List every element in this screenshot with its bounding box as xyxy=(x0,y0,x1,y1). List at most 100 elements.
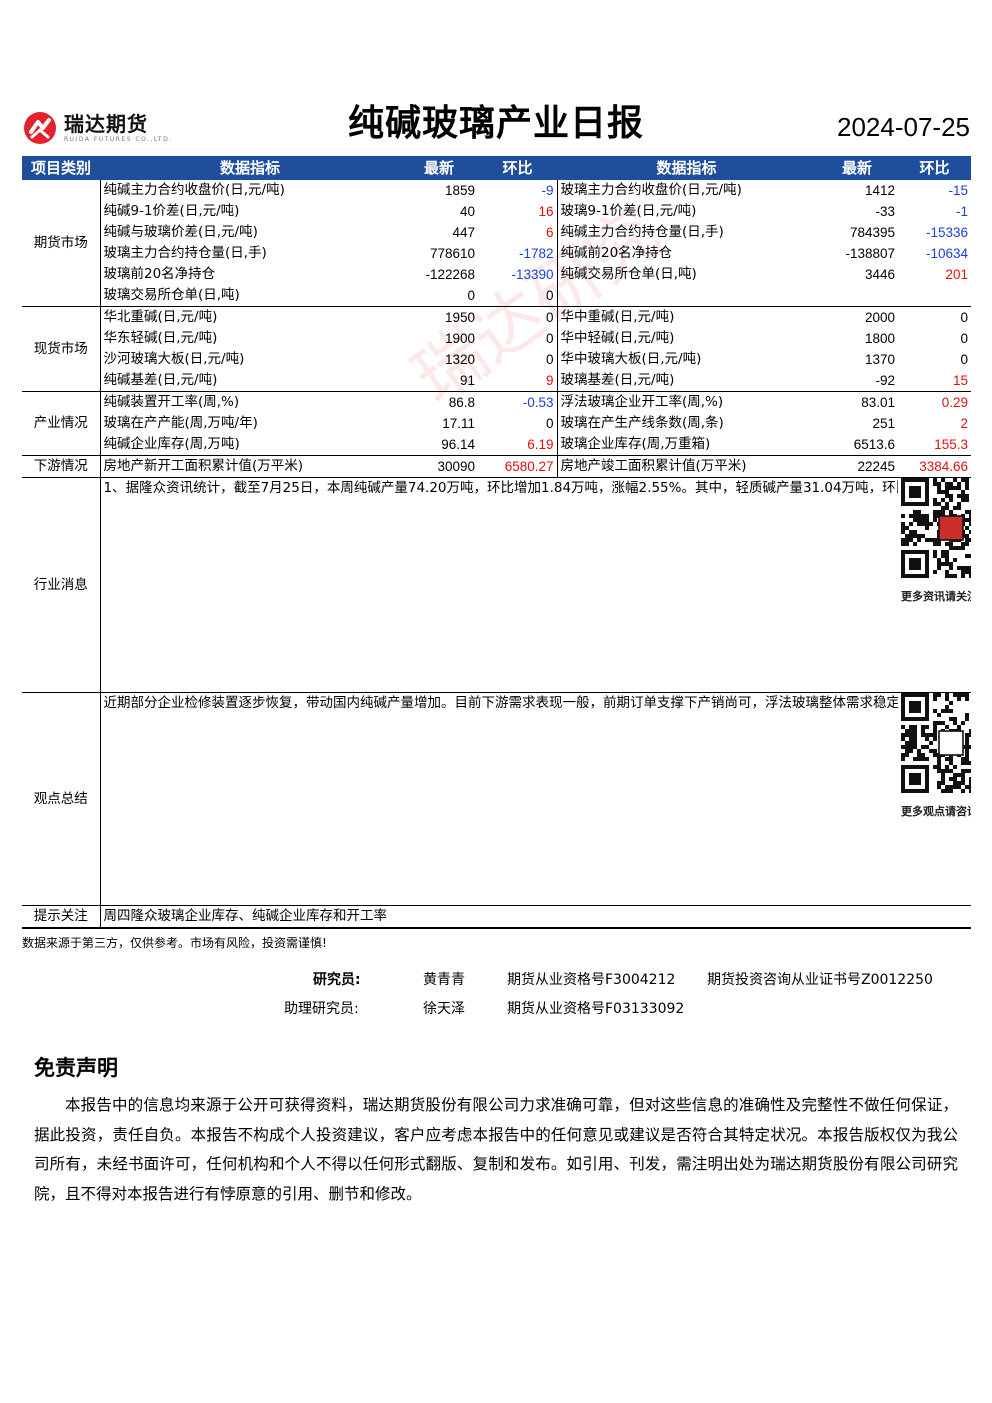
change-value: 6 xyxy=(545,225,554,240)
indicator-name: 玻璃主力合约持仓量(日,手) xyxy=(103,245,267,261)
table-row: 玻璃交易所仓单(日,吨) 0 0 xyxy=(22,285,971,307)
latest-value: 96.14 xyxy=(441,437,475,452)
view-summary-qr: 更多观点请咨询! xyxy=(898,692,971,906)
data-table: 项目类别数据指标最新环比数据指标最新环比期货市场纯碱主力合约收盘价(日,元/吨)… xyxy=(22,156,971,929)
indicator-name: 玻璃在产生产线条数(周,条) xyxy=(556,413,816,434)
latest-value: 1320 xyxy=(444,352,475,367)
indicator-name: 纯碱基差(日,元/吨) xyxy=(103,372,218,388)
change-value: 0.29 xyxy=(898,391,971,413)
latest-value: 0 xyxy=(467,288,475,303)
change-value: 9 xyxy=(545,373,554,388)
indicator-name: 玻璃在产产能(周,万吨/年) xyxy=(103,415,258,431)
latest-value: 447 xyxy=(452,225,475,240)
latest-value: 1950 xyxy=(400,306,478,328)
view-summary-category: 观点总结 xyxy=(22,692,101,906)
latest-value: 40 xyxy=(459,204,475,219)
header-change-right: 环比 xyxy=(898,156,971,180)
change-value: -15336 xyxy=(925,225,968,240)
ruida-logo-icon xyxy=(24,112,56,144)
change-value: 0 xyxy=(545,416,554,431)
indicator-name: 房地产新开工面积累计值(万平米) xyxy=(100,455,400,478)
latest-value: 251 xyxy=(872,416,895,431)
category-label: 现货市场 xyxy=(22,306,101,392)
change-value: 15 xyxy=(952,373,968,388)
summary-qr-code xyxy=(901,693,971,793)
view-summary-qr-caption: 更多观点请咨询! xyxy=(901,805,971,818)
indicator-name: 玻璃企业库存(周,万重箱) xyxy=(556,434,816,456)
change-value: 2 xyxy=(960,416,968,431)
industry-news-qr: 更多资讯请关注! xyxy=(898,477,971,693)
researcher-name: 黄青青 xyxy=(423,972,465,988)
change-value: -10634 xyxy=(925,246,968,261)
news-qr-code xyxy=(901,478,971,578)
indicator-name xyxy=(556,285,816,307)
view-summary-text: 近期部分企业检修装置逐步恢复，带动国内纯碱产量增加。目前下游需求表现一般，前期订… xyxy=(100,692,898,906)
header-latest: 最新 xyxy=(400,156,478,180)
latest-value: 1859 xyxy=(444,183,475,198)
latest-value: -92 xyxy=(875,373,895,388)
disclaimer-text: 本报告中的信息均来源于公开可获得资料，瑞达期货股份有限公司力求准确可靠，但对这些… xyxy=(34,1096,958,1203)
table-header-row: 项目类别数据指标最新环比数据指标最新环比 xyxy=(22,156,971,180)
disclaimer-title: 免责声明 xyxy=(34,1056,118,1080)
latest-value: 86.8 xyxy=(400,391,478,413)
indicator-name: 纯碱主力合约收盘价(日,元/吨) xyxy=(103,182,285,198)
header-category: 项目类别 xyxy=(22,156,100,180)
latest-value: 2000 xyxy=(816,306,898,328)
latest-value: 91 xyxy=(459,373,475,388)
latest-value: 784395 xyxy=(849,225,895,240)
latest-value: 1900 xyxy=(444,331,475,346)
change-value: 6580.27 xyxy=(478,455,557,478)
assistant-cert: 期货从业资格号F03133092 xyxy=(507,1001,685,1017)
indicator-name: 玻璃前20名净持仓 xyxy=(103,266,216,282)
category-label: 下游情况 xyxy=(22,455,101,478)
change-value: -13390 xyxy=(511,267,554,282)
indicator-name: 华中重碱(日,元/吨) xyxy=(556,306,816,328)
change-value: 0 xyxy=(545,288,554,303)
change-value: 0 xyxy=(478,306,557,328)
category-label: 产业情况 xyxy=(22,391,101,456)
change-value xyxy=(898,285,971,307)
change-value: 155.3 xyxy=(934,437,968,452)
indicator-name: 纯碱企业库存(周,万吨) xyxy=(103,436,240,452)
indicator-name: 玻璃基差(日,元/吨) xyxy=(556,370,816,392)
view-summary-row: 观点总结近期部分企业检修装置逐步恢复，带动国内纯碱产量增加。目前下游需求表现一般… xyxy=(22,692,971,906)
indicator-name: 纯碱主力合约持仓量(日,手) xyxy=(556,222,816,243)
latest-value: 6513.6 xyxy=(853,437,895,452)
assistant-name: 徐天泽 xyxy=(423,1001,465,1017)
change-value: 3384.66 xyxy=(898,455,971,478)
report-title: 纯碱玻璃产业日报 xyxy=(347,103,644,144)
change-value: -15 xyxy=(948,183,968,198)
change-value: 0 xyxy=(545,352,554,367)
change-value: -1782 xyxy=(518,246,554,261)
indicator-name: 华东轻碱(日,元/吨) xyxy=(103,330,218,346)
header-change: 环比 xyxy=(478,156,557,180)
researcher-consult-cert: 期货投资咨询从业证书号Z0012250 xyxy=(707,972,933,988)
indicator-name: 浮法玻璃企业开工率(周,%) xyxy=(556,391,816,413)
tips-row: 提示关注周四隆众玻璃企业库存、纯碱企业库存和开工率 xyxy=(22,905,971,929)
latest-value: 1370 xyxy=(864,352,895,367)
report-date: 2024-07-25 xyxy=(837,112,970,142)
researcher-cert: 期货从业资格号F3004212 xyxy=(507,972,676,988)
logo-en-text: RUIDA FUTURES CO.,LTD. xyxy=(64,135,173,143)
indicator-name: 纯碱9-1价差(日,元/吨) xyxy=(103,203,240,219)
change-value: 16 xyxy=(538,204,554,219)
indicator-name: 房地产竣工面积累计值(万平米) xyxy=(556,455,816,478)
indicator-name: 玻璃交易所仓单(日,吨) xyxy=(103,287,240,303)
change-value: 0 xyxy=(960,331,968,346)
latest-value: -33 xyxy=(875,204,895,219)
category-label: 期货市场 xyxy=(22,180,101,307)
change-value: 6.19 xyxy=(527,437,554,452)
change-value: 0 xyxy=(898,306,971,328)
latest-value: 17.11 xyxy=(442,416,475,431)
header-indicator: 数据指标 xyxy=(100,156,400,180)
